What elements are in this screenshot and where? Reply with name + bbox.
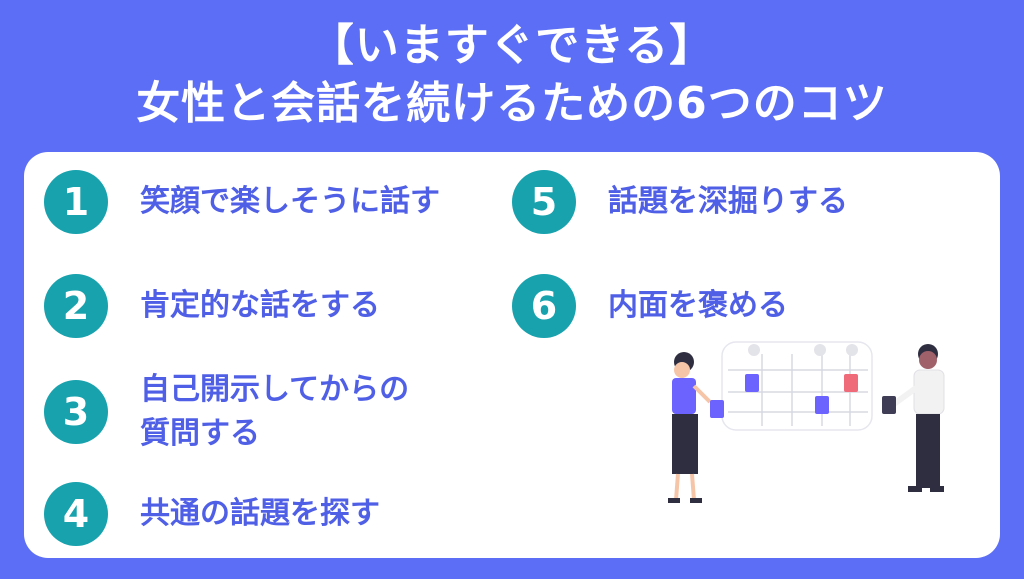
title-line-2: 女性と会話を続けるための6つのコツ	[136, 78, 888, 129]
tip-item-2: 2 肯定的な話をする	[44, 274, 380, 338]
note-icon	[745, 374, 759, 392]
tip-number-badge: 6	[512, 274, 576, 338]
check-icon	[814, 344, 826, 356]
tip-number-badge: 3	[44, 380, 108, 444]
tip-number-badge: 2	[44, 274, 108, 338]
tip-label: 笑顔で楽しそうに話す	[140, 184, 440, 219]
calendar-board	[721, 341, 873, 431]
document-icon	[882, 396, 896, 414]
check-icon	[748, 344, 760, 356]
tip-label: 自己開示してからの 質問する	[140, 372, 410, 451]
people-calendar-illustration	[668, 341, 945, 503]
tip-label: 肯定的な話をする	[140, 288, 380, 323]
tip-item-5: 5 話題を深掘りする	[512, 170, 848, 234]
tip-item-3: 3 自己開示してからの 質問する	[44, 368, 409, 456]
tip-label: 共通の話題を探す	[140, 496, 380, 531]
tip-item-1: 1 笑顔で楽しそうに話す	[44, 170, 440, 234]
title-line-1: 【いますぐできる】	[309, 20, 715, 71]
tip-number-badge: 5	[512, 170, 576, 234]
page-title: 【いますぐできる】 女性と会話を続けるための6つのコツ	[0, 0, 1024, 150]
tip-item-4: 4 共通の話題を探す	[44, 482, 380, 546]
check-icon	[846, 344, 858, 356]
note-icon	[844, 374, 858, 392]
man-figure	[882, 344, 945, 492]
tip-label: 話題を深掘りする	[608, 184, 848, 219]
tip-number-badge: 4	[44, 482, 108, 546]
tips-card: 1 笑顔で楽しそうに話す 2 肯定的な話をする 3 自己開示してからの 質問する…	[24, 152, 1000, 558]
note-icon	[815, 396, 829, 414]
tip-number-badge: 1	[44, 170, 108, 234]
tip-label: 内面を褒める	[608, 288, 788, 323]
woman-figure	[668, 352, 724, 503]
document-icon	[710, 400, 724, 418]
tip-item-6: 6 内面を褒める	[512, 274, 788, 338]
